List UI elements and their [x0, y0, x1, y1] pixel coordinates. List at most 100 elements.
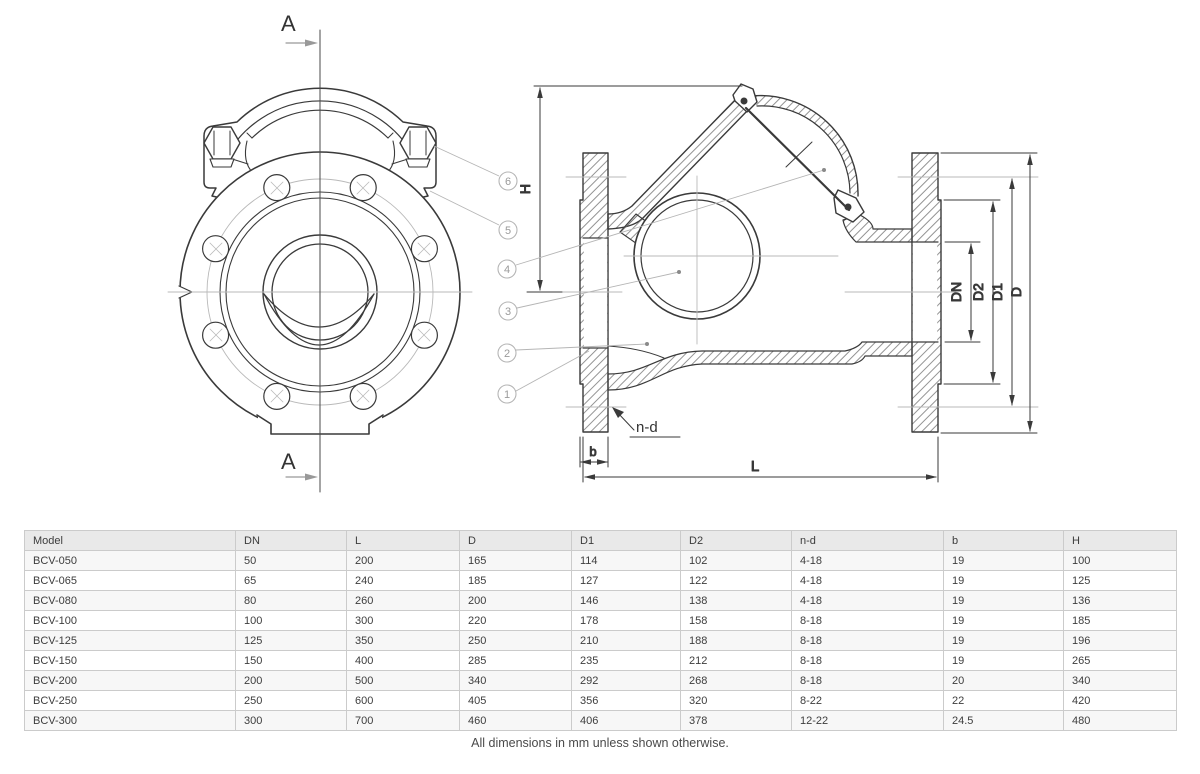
cell-model: BCV-065: [24, 570, 236, 591]
dim-D-label: D: [1008, 287, 1024, 297]
ball-crescent-upper: [263, 293, 375, 328]
cell-d: 200: [459, 590, 572, 611]
dim-H: H: [517, 85, 743, 293]
cell-dn: 300: [235, 710, 347, 731]
cell-d1: 178: [571, 610, 681, 631]
cell-d1: 406: [571, 710, 681, 731]
cell-nd: 4-18: [791, 570, 944, 591]
cell-l: 240: [346, 570, 460, 591]
callout-6: 6: [498, 171, 518, 191]
cell-d: 405: [459, 690, 572, 711]
cell-d1: 292: [571, 670, 681, 691]
cell-nd: 8-22: [791, 690, 944, 711]
cell-l: 400: [346, 650, 460, 671]
disc-cross-tick: [785, 141, 813, 168]
cell-d: 340: [459, 670, 572, 691]
dim-H-label: H: [517, 184, 533, 194]
dim-L-label: L: [751, 458, 759, 475]
cell-b: 24.5: [943, 710, 1064, 731]
col-header-b: b: [943, 530, 1064, 551]
cell-dn: 200: [235, 670, 347, 691]
dim-L: L: [582, 436, 939, 483]
cell-model: BCV-125: [24, 630, 236, 651]
dim-DN-label: DN: [948, 282, 964, 302]
cell-h: 185: [1063, 610, 1177, 631]
cell-d2: 122: [680, 570, 792, 591]
cell-nd: 12-22: [791, 710, 944, 731]
section-view: H L b n-d: [517, 83, 1039, 483]
body-bottom-wall: [607, 341, 913, 391]
cell-dn: 100: [235, 610, 347, 631]
cell-b: 20: [943, 670, 1064, 691]
callout-1: 1: [497, 384, 517, 404]
cell-l: 300: [346, 610, 460, 631]
cell-d2: 158: [680, 610, 792, 631]
col-header-d: D: [459, 530, 572, 551]
cell-dn: 50: [235, 550, 347, 571]
cell-b: 22: [943, 690, 1064, 711]
cell-dn: 150: [235, 650, 347, 671]
cell-dn: 80: [235, 590, 347, 611]
cell-model: BCV-080: [24, 590, 236, 611]
cell-b: 19: [943, 630, 1064, 651]
col-header-d1: D1: [571, 530, 681, 551]
ball-crescent-lower: [263, 293, 375, 346]
col-header-model: Model: [24, 530, 236, 551]
dome-outer-arc: [750, 94, 859, 197]
dim-nd-label: n-d: [636, 419, 658, 436]
table-header-row: Model DN L D D1 D2 n-d b H: [24, 530, 1177, 551]
dim-nd: n-d: [612, 407, 681, 438]
cell-nd: 4-18: [791, 550, 944, 571]
cell-dn: 65: [235, 570, 347, 591]
cell-nd: 8-18: [791, 650, 944, 671]
cell-d: 460: [459, 710, 572, 731]
col-header-l: L: [346, 530, 460, 551]
bolt-hole-center-ticks: [209, 181, 431, 403]
col-header-h: H: [1063, 530, 1177, 551]
col-header-dn: DN: [235, 530, 347, 551]
cell-d: 285: [459, 650, 572, 671]
cell-d1: 127: [571, 570, 681, 591]
cell-d2: 138: [680, 590, 792, 611]
cell-model: BCV-200: [24, 670, 236, 691]
section-label-bottom: A: [281, 449, 296, 474]
dim-D1-label: D1: [989, 283, 1005, 301]
col-header-nd: n-d: [791, 530, 944, 551]
callout-1-number: 1: [504, 389, 510, 401]
cell-b: 19: [943, 550, 1064, 571]
cell-d2: 268: [680, 670, 792, 691]
cell-d: 185: [459, 570, 572, 591]
cell-nd: 4-18: [791, 590, 944, 611]
cell-b: 19: [943, 650, 1064, 671]
cell-nd: 8-18: [791, 630, 944, 651]
dome-inner-arc: [756, 105, 851, 194]
dim-D: D: [940, 152, 1038, 434]
cell-d1: 146: [571, 590, 681, 611]
cell-d: 220: [459, 610, 572, 631]
cell-d: 165: [459, 550, 572, 571]
cell-l: 700: [346, 710, 460, 731]
cell-d2: 212: [680, 650, 792, 671]
hex-bolt-left: [203, 126, 241, 168]
dim-b-label: b: [589, 444, 596, 459]
dim-D2: D2: [943, 199, 1001, 385]
cell-h: 480: [1063, 710, 1177, 731]
cell-h: 100: [1063, 550, 1177, 571]
units-note: All dimensions in mm unless shown otherw…: [471, 736, 729, 750]
cell-h: 196: [1063, 630, 1177, 651]
cell-d1: 235: [571, 650, 681, 671]
cell-h: 265: [1063, 650, 1177, 671]
dome-shell-fill: [751, 95, 859, 196]
callout-4-number: 4: [504, 264, 510, 276]
cell-d2: 102: [680, 550, 792, 571]
dim-DN: DN: [944, 241, 981, 343]
cell-d1: 114: [571, 550, 681, 571]
cell-l: 350: [346, 630, 460, 651]
